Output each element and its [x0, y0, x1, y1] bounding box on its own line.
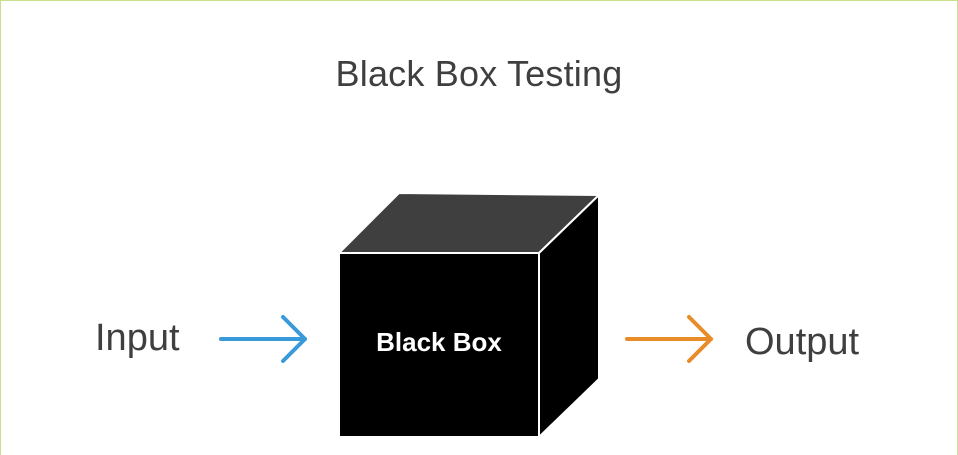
black-box-cube: [336, 191, 602, 440]
input-label: Input: [95, 317, 180, 359]
output-label: Output: [745, 321, 860, 363]
black-box-label: Black Box: [376, 327, 502, 357]
input-arrow-icon: [219, 315, 307, 363]
diagram-title: Black Box Testing: [335, 53, 623, 94]
cube-front-face: [338, 252, 540, 438]
output-arrow-icon: [625, 315, 713, 363]
